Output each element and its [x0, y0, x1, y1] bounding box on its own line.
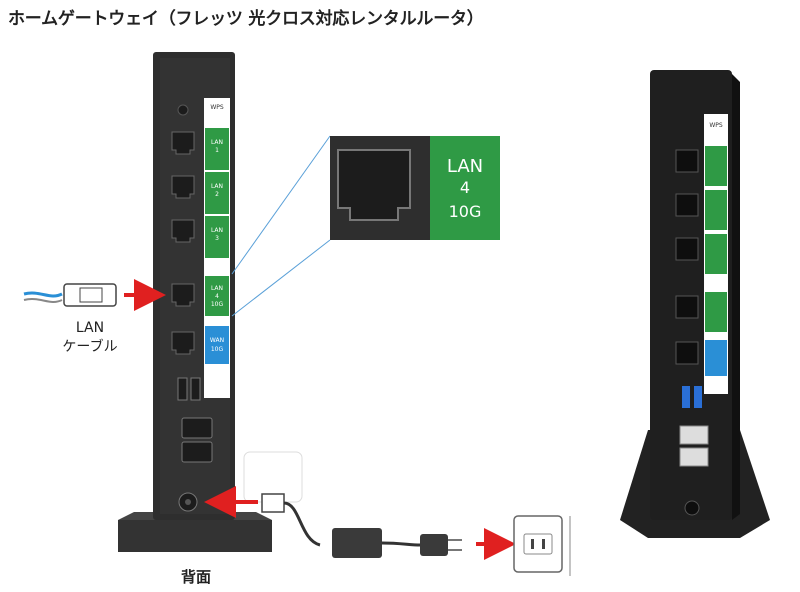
wps-button: [177, 104, 189, 116]
ac-plug-icon: [420, 534, 448, 556]
lan2-number: 2: [215, 191, 219, 198]
zoom-lan-number: 4: [460, 178, 470, 197]
phone-jacks: [181, 417, 213, 463]
router-photo: WPS: [620, 70, 770, 538]
back-label: 背面: [181, 568, 211, 586]
wan-label: WAN: [210, 337, 224, 344]
usb-ports: [177, 377, 201, 401]
zoom-lan-speed: 10G: [449, 202, 482, 221]
wps-label: WPS: [210, 104, 224, 111]
cable-label-line2: ケーブル: [62, 338, 117, 355]
lan1-label: LAN: [211, 139, 223, 146]
lan4-label: LAN: [211, 285, 223, 292]
dc-plug-icon: [261, 493, 285, 513]
lan1-number: 1: [215, 147, 219, 154]
cable-label-line1: LAN: [76, 320, 104, 336]
router-stand: [118, 520, 272, 552]
ac-adapter-icon: [332, 528, 382, 558]
wall-outlet-icon: [513, 515, 571, 576]
lan4-number: 4: [215, 293, 219, 300]
power-adapter: [243, 451, 462, 558]
lan4-speed: 10G: [211, 301, 224, 308]
svg-text:WPS: WPS: [709, 122, 723, 129]
wan-speed: 10G: [211, 346, 224, 353]
lan3-number: 3: [215, 235, 219, 242]
lan-cable: [23, 283, 117, 307]
page-title: ホームゲートウェイ（フレッツ 光クロス対応レンタルルータ）: [8, 9, 484, 29]
lan2-label: LAN: [211, 183, 223, 190]
lan3-label: LAN: [211, 227, 223, 234]
ethernet-ports: [171, 131, 195, 355]
lan-plug-icon: [63, 283, 117, 307]
lan4-zoom-callout: LAN 4 10G: [231, 135, 500, 317]
router-rear-view: WPS LAN 1 LAN 2 LAN 3 LAN 4 10G WAN 10G: [118, 52, 272, 552]
zoom-port-icon: [337, 149, 411, 221]
zoom-lan-label: LAN: [447, 156, 483, 177]
